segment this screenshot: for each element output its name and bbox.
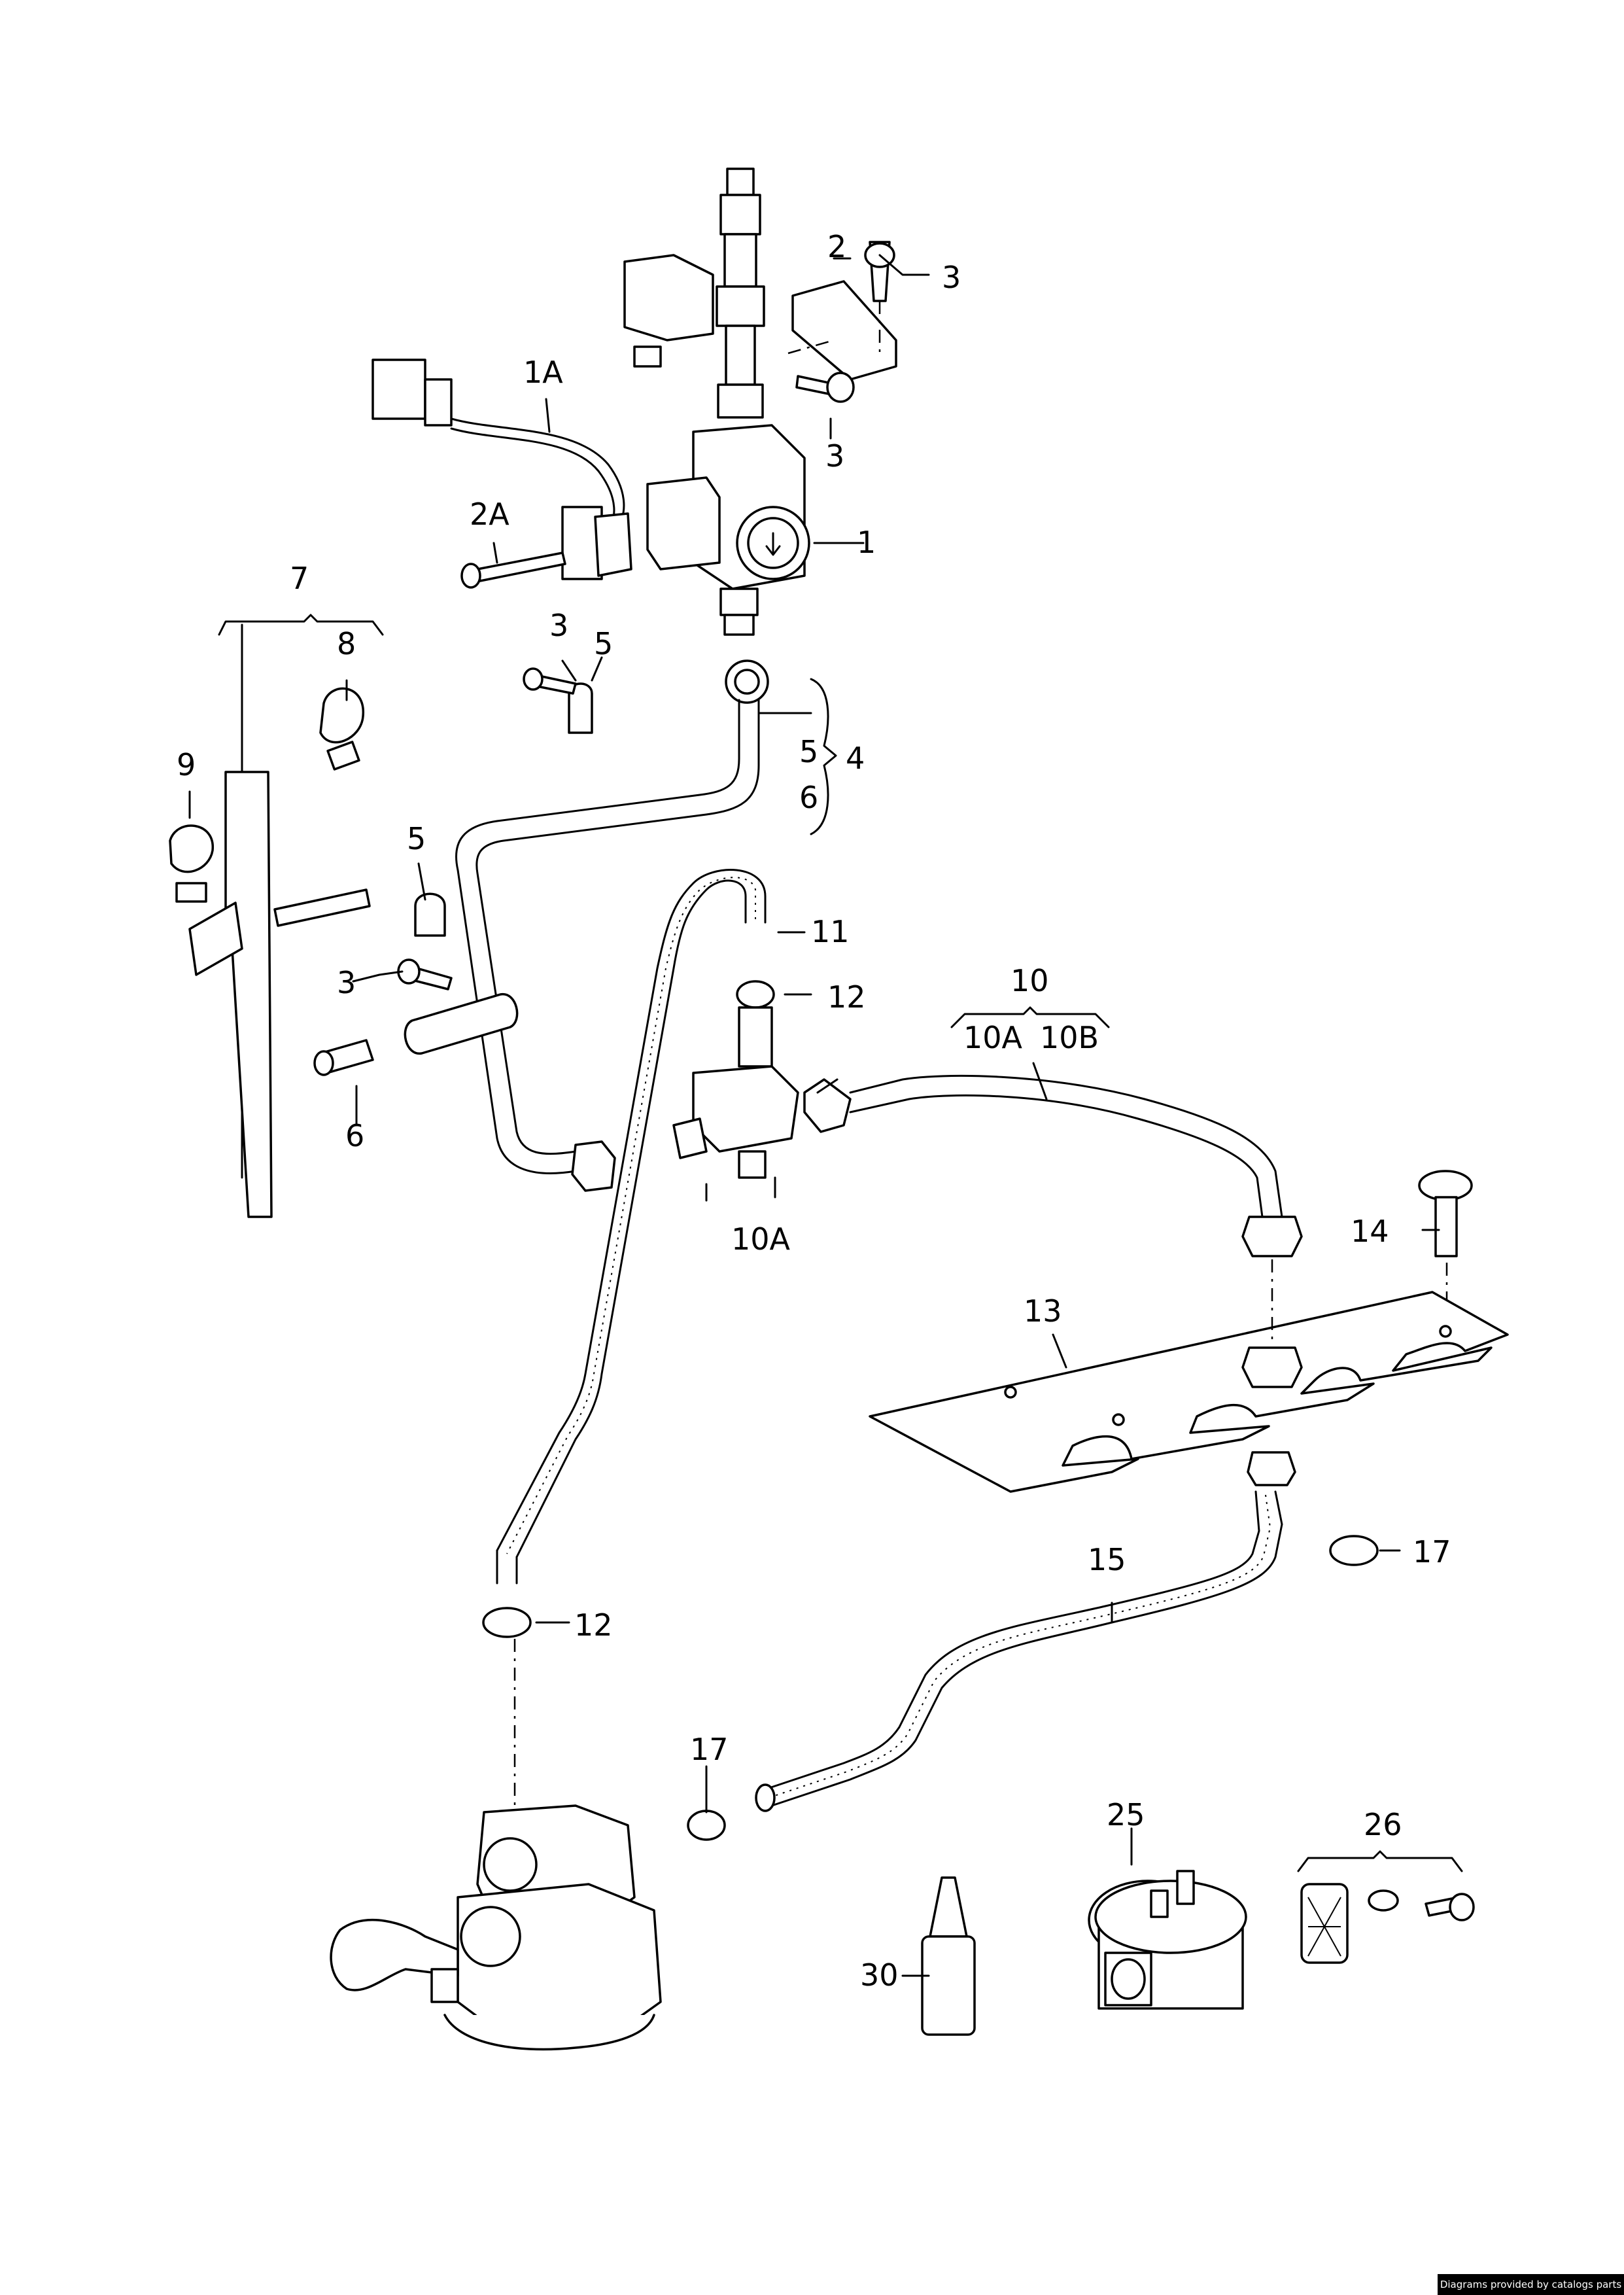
label-8: 8 — [337, 626, 356, 661]
screw-2a — [476, 552, 566, 582]
label-1a: 1A — [523, 355, 563, 390]
clamp-17-right — [1329, 1535, 1379, 1566]
clamp-9 — [169, 824, 214, 873]
label-6-left: 6 — [345, 1118, 364, 1153]
pump-assembly — [330, 1804, 662, 2051]
clamp-12-bottom — [482, 1607, 532, 1638]
label-17-left: 17 — [690, 1732, 729, 1767]
label-2: 2 — [827, 229, 846, 264]
label-13: 13 — [1024, 1293, 1062, 1329]
label-5-bracket: 5 — [799, 734, 818, 769]
label-26: 26 — [1364, 1807, 1402, 1842]
fitting-10a — [672, 1006, 852, 1179]
label-11: 11 — [811, 914, 850, 949]
plate-13 — [869, 1291, 1509, 1493]
part-26 — [1297, 1850, 1475, 1964]
label-5-clip-top: 5 — [594, 626, 613, 661]
filter-25 — [1088, 1870, 1247, 2010]
part-30 — [921, 1876, 976, 2036]
clamp-8 — [319, 687, 364, 744]
sleeve — [404, 993, 519, 1055]
bracket-7 — [188, 614, 384, 1218]
label-4: 4 — [846, 741, 865, 776]
label-3-mid: 3 — [549, 608, 568, 643]
label-10a-part: 10A — [731, 1221, 791, 1257]
valve-assembly — [623, 167, 810, 704]
pipe-4 — [455, 699, 740, 1174]
label-5-clip-left: 5 — [407, 821, 426, 856]
label-3-top-a: 3 — [942, 260, 961, 295]
label-2a: 2A — [470, 497, 510, 532]
label-17-right: 17 — [1413, 1534, 1451, 1569]
label-25: 25 — [1107, 1797, 1145, 1832]
footer-credit: Diagrams provided by catalogs parts — [1438, 2274, 1624, 2295]
label-3-left: 3 — [337, 965, 356, 1000]
label-3-top-b: 3 — [825, 438, 844, 474]
bracket-2 — [791, 280, 897, 381]
label-12-bottom: 12 — [574, 1607, 613, 1643]
label-14: 14 — [1351, 1214, 1389, 1249]
label-15: 15 — [1088, 1542, 1126, 1577]
label-6-bracket: 6 — [799, 780, 818, 815]
connector-1a — [371, 359, 632, 580]
label-1: 1 — [857, 525, 876, 560]
screw-14 — [1418, 1170, 1473, 1257]
label-7: 7 — [290, 561, 309, 596]
clip-5-left — [414, 892, 446, 937]
label-30: 30 — [860, 1957, 899, 1993]
clamp-12-top — [736, 980, 775, 1009]
label-10a-group: 10A — [963, 1020, 1023, 1055]
label-10b-group: 10B — [1040, 1020, 1099, 1055]
label-10: 10 — [1011, 963, 1049, 998]
label-12-top: 12 — [827, 979, 866, 1015]
label-9: 9 — [177, 747, 196, 782]
clamp-17-left — [687, 1810, 726, 1841]
